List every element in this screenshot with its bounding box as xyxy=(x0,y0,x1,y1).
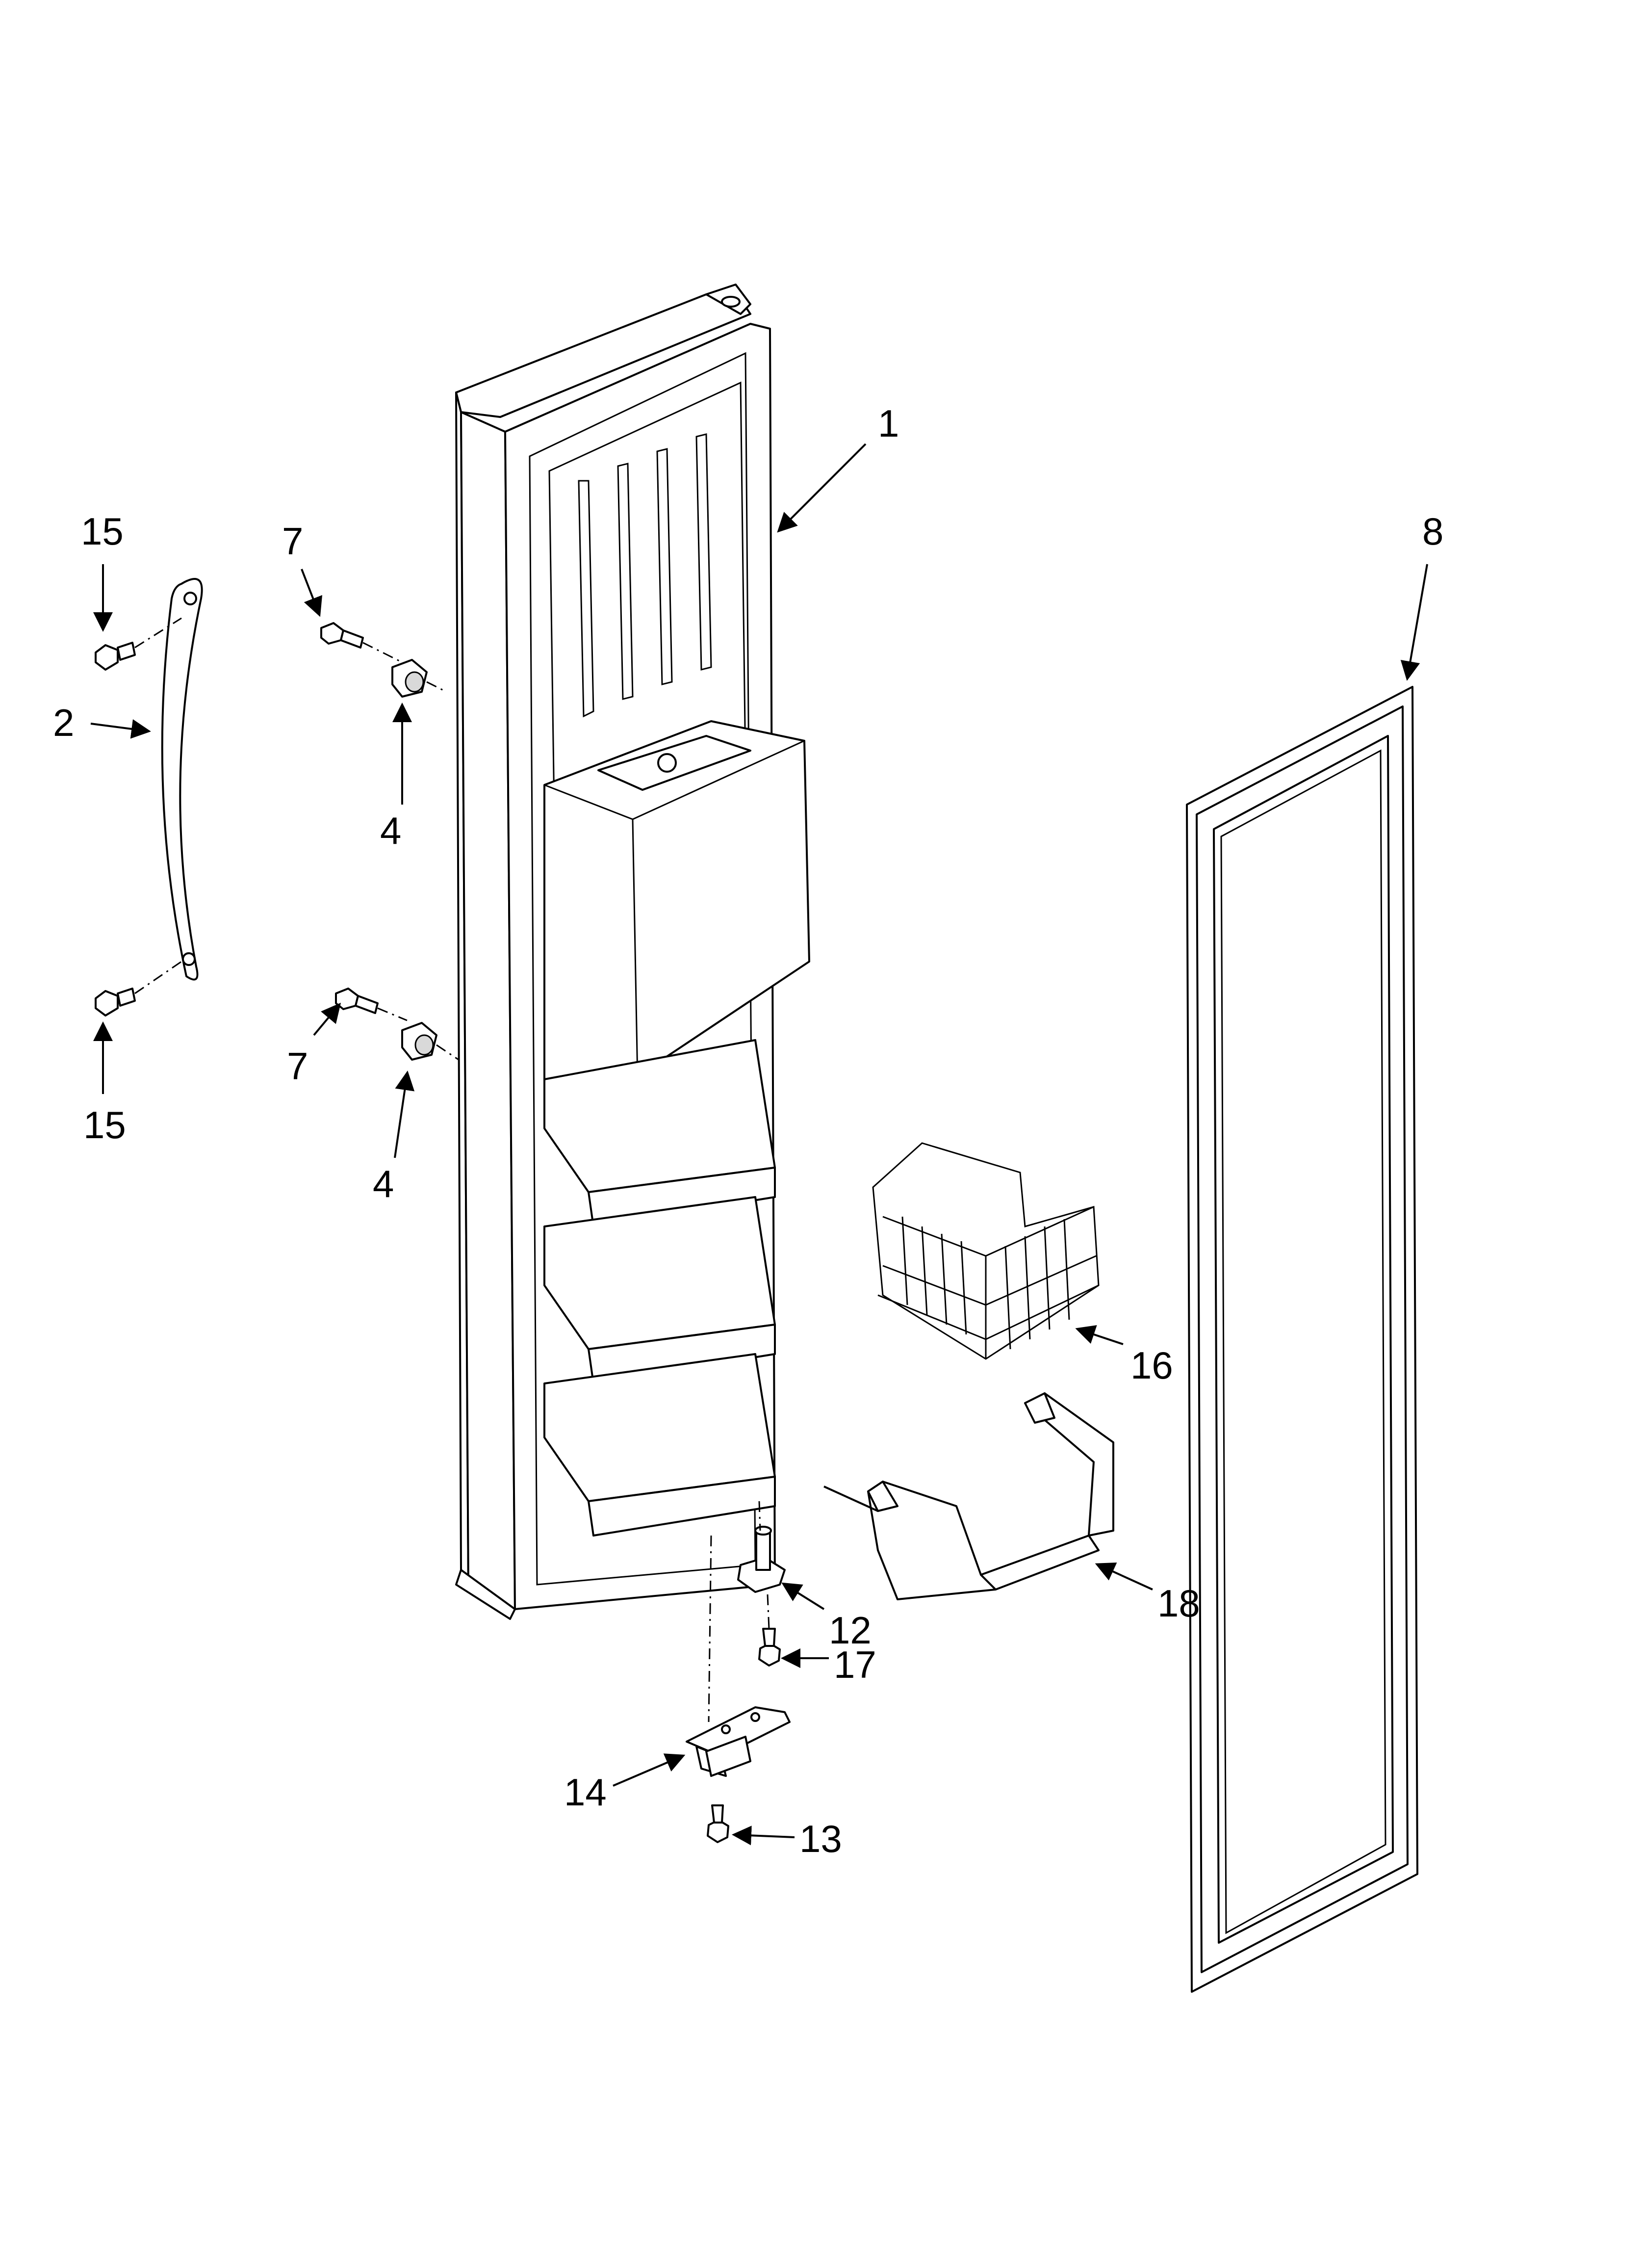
part-screw-7-bottom xyxy=(335,988,408,1021)
part-screw-17 xyxy=(758,1594,781,1667)
part-basket xyxy=(872,1142,1100,1360)
callout-15-top: 15 xyxy=(81,510,124,553)
callout-labels: 1 2 4 4 7 7 8 12 13 14 15 15 16 17 18 xyxy=(53,402,1443,1860)
callout-13: 13 xyxy=(799,1817,842,1860)
callout-4-top: 4 xyxy=(380,809,401,852)
part-bracket xyxy=(823,1392,1114,1600)
callout-15-bottom: 15 xyxy=(83,1103,126,1147)
part-hinge-pin-12 xyxy=(737,1501,786,1593)
callout-4-bottom: 4 xyxy=(373,1162,394,1205)
leader-arrows xyxy=(90,443,1428,1846)
part-screw-7-top xyxy=(320,622,403,663)
callout-18: 18 xyxy=(1157,1582,1200,1625)
part-hinge-14 xyxy=(686,1535,791,1777)
part-screw-13 xyxy=(707,1804,729,1843)
callout-8: 8 xyxy=(1422,510,1443,553)
part-door xyxy=(455,284,810,1620)
part-spacer-4-bottom xyxy=(401,1022,459,1061)
callout-1: 1 xyxy=(878,402,899,445)
callout-17: 17 xyxy=(834,1643,876,1686)
part-screw-15-bottom xyxy=(95,961,182,1017)
callout-12: 12 xyxy=(829,1609,872,1652)
part-gasket xyxy=(1186,686,1418,1993)
callout-2: 2 xyxy=(53,701,74,744)
callout-7-bottom: 7 xyxy=(287,1044,308,1088)
callout-14: 14 xyxy=(564,1771,607,1814)
callout-7-top: 7 xyxy=(282,520,303,563)
part-spacer-4-top xyxy=(391,659,447,698)
callout-16: 16 xyxy=(1130,1344,1173,1387)
part-screw-15-top xyxy=(95,617,182,671)
part-handle xyxy=(161,578,203,981)
